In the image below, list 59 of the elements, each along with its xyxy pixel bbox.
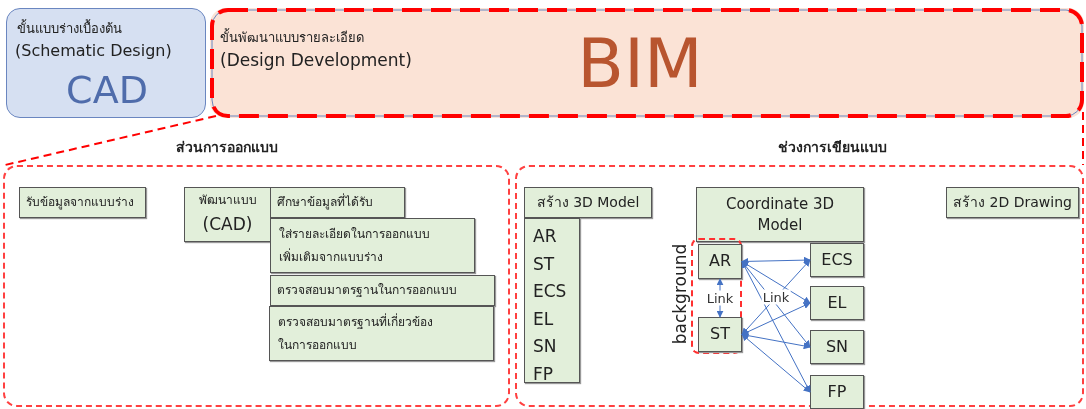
list-item: AR bbox=[533, 225, 557, 248]
process-box bbox=[19, 187, 146, 218]
zoom-line bbox=[4, 115, 217, 166]
stage-box bbox=[210, 8, 1084, 118]
arrow bbox=[741, 261, 811, 304]
discipline-box bbox=[698, 317, 742, 352]
box-label: Coordinate 3D Model bbox=[724, 193, 836, 236]
edge-label: Link bbox=[705, 290, 735, 306]
process-box bbox=[184, 187, 271, 242]
box-label: ตรวจสอบมาตรฐานในการออกแบบ bbox=[277, 282, 457, 299]
process-box bbox=[270, 187, 405, 218]
list-item: ST bbox=[533, 252, 555, 276]
arrow bbox=[741, 302, 811, 336]
list-item: EL bbox=[533, 307, 554, 331]
list-item: FP bbox=[533, 362, 554, 386]
list-item: SN bbox=[533, 335, 557, 359]
edge-label: Link bbox=[761, 289, 791, 305]
discipline-box bbox=[810, 330, 864, 364]
stage-label: ขั้นพัฒนาแบบรายละเอียด bbox=[220, 30, 364, 46]
discipline-box bbox=[698, 244, 742, 279]
list-box bbox=[524, 218, 580, 383]
stage-label: (Design Development) bbox=[220, 49, 412, 71]
list-item: ECS bbox=[533, 280, 567, 304]
box-label: รับข้อมูลจากแบบร่าง bbox=[26, 194, 134, 211]
box-label: สร้าง 3D Model bbox=[536, 192, 640, 212]
process-box bbox=[946, 187, 1079, 218]
box-label: FP bbox=[827, 380, 847, 403]
process-box bbox=[269, 306, 494, 361]
process-box bbox=[524, 187, 652, 218]
box-label: (CAD) bbox=[202, 212, 253, 236]
stage-label: ขั้นแบบร่างเบื้องต้น bbox=[17, 21, 122, 37]
watermark-label: BIM bbox=[577, 23, 703, 105]
box-label: ใส่รายละเอียดในการออกแบบ เพิ่มเติมจากแบบร่าง bbox=[279, 225, 431, 266]
box-label: EL bbox=[827, 291, 847, 314]
box-label: AR bbox=[708, 250, 732, 273]
arrow bbox=[741, 332, 811, 350]
group-label: background bbox=[669, 243, 691, 345]
discipline-box bbox=[810, 375, 864, 409]
arrow bbox=[741, 334, 811, 393]
box-label: SN bbox=[825, 335, 849, 358]
box-label: พัฒนาแบบ bbox=[198, 192, 257, 210]
watermark-label: CAD bbox=[66, 68, 148, 114]
region-heading: ช่วงการเขียนแบบ bbox=[777, 138, 887, 156]
box-label: ECS bbox=[821, 248, 853, 271]
discipline-box bbox=[810, 286, 864, 320]
box-label: ศึกษาข้อมูลที่ได้รับ bbox=[277, 194, 373, 211]
discipline-box bbox=[810, 243, 864, 277]
box-label: ST bbox=[710, 323, 730, 346]
stage-box bbox=[6, 8, 206, 118]
box-label: สร้าง 2D Drawing bbox=[953, 192, 1072, 212]
process-box bbox=[270, 218, 475, 273]
process-box bbox=[696, 187, 864, 242]
region-heading: ส่วนการออกแบบ bbox=[176, 138, 278, 156]
process-box bbox=[270, 275, 495, 306]
zoom-line bbox=[1082, 111, 1084, 166]
stage-label: (Schematic Design) bbox=[15, 41, 172, 61]
arrow bbox=[741, 256, 811, 265]
arrow bbox=[741, 260, 811, 393]
box-label: ตรวจสอบมาตรฐานที่เกี่ยวข้อง ในการออกแบบ bbox=[278, 312, 434, 354]
